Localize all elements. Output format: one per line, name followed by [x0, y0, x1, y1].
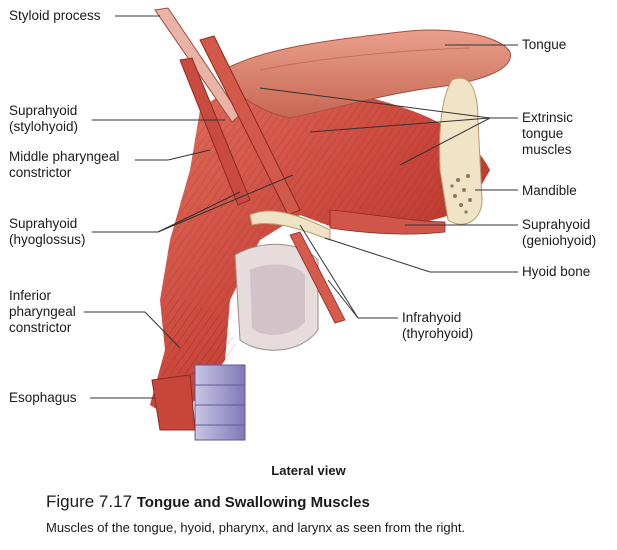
label-line: (hyoglossus) [9, 232, 86, 247]
label-suprahyoid-hyoglossus: Suprahyoid (hyoglossus) [9, 216, 86, 248]
inferior-constrictor-shape [170, 300, 238, 383]
view-label: Lateral view [271, 463, 346, 478]
label-suprahyoid-stylohyoid: Suprahyoid (stylohyoid) [9, 103, 78, 135]
mandible-shape [439, 77, 483, 225]
label-esophagus: Esophagus [9, 390, 77, 405]
label-line: muscles [522, 142, 572, 157]
label-line: Suprahyoid [9, 216, 78, 231]
label-line: Suprahyoid [9, 103, 78, 118]
label-line: constrictor [9, 165, 72, 180]
stylohyoid-muscle-shape [199, 35, 301, 216]
label-styloid-process: Styloid process [9, 8, 101, 23]
label-hyoid-bone: Hyoid bone [522, 264, 591, 279]
label-mandible: Mandible [522, 183, 577, 198]
label-extrinsic-tongue-muscles: Extrinsic tongue muscles [522, 110, 573, 158]
label-line: tongue [522, 126, 564, 141]
esophagus-shape [151, 374, 196, 431]
trachea-shape [194, 364, 246, 441]
label-line: (stylohyoid) [9, 119, 79, 134]
tongue-shape [219, 29, 511, 119]
figure-number: Figure 7.17 [46, 492, 132, 511]
label-suprahyoid-geniohyoid: Suprahyoid (geniohyoid) [522, 217, 596, 249]
label-tongue: Tongue [522, 37, 567, 52]
label-line: Inferior [9, 288, 52, 303]
figure-caption: Muscles of the tongue, hyoid, pharynx, a… [46, 520, 466, 535]
label-line: (geniohyoid) [522, 233, 597, 248]
mandible-cancellous-bone [450, 174, 472, 214]
figure-name: Tongue and Swallowing Muscles [136, 494, 370, 511]
label-inferior-pharyngeal-constrictor: Inferior pharyngeal constrictor [9, 288, 76, 336]
label-line: Infrahyoid [402, 310, 462, 325]
label-line: pharyngeal [9, 304, 76, 319]
label-line: constrictor [9, 320, 72, 335]
label-line: Extrinsic [522, 110, 574, 125]
label-line: (thyrohyoid) [402, 326, 474, 341]
label-line: Middle pharyngeal [9, 149, 120, 164]
label-line: Suprahyoid [522, 217, 591, 232]
label-middle-pharyngeal-constrictor: Middle pharyngeal constrictor [9, 149, 119, 181]
leader-lines [84, 15, 518, 399]
geniohyoid-muscle-shape [329, 209, 446, 235]
figure-title: Figure 7.17 Tongue and Swallowing Muscle… [46, 492, 370, 512]
label-infrahyoid-thyrohyoid: Infrahyoid (thyrohyoid) [402, 310, 473, 342]
